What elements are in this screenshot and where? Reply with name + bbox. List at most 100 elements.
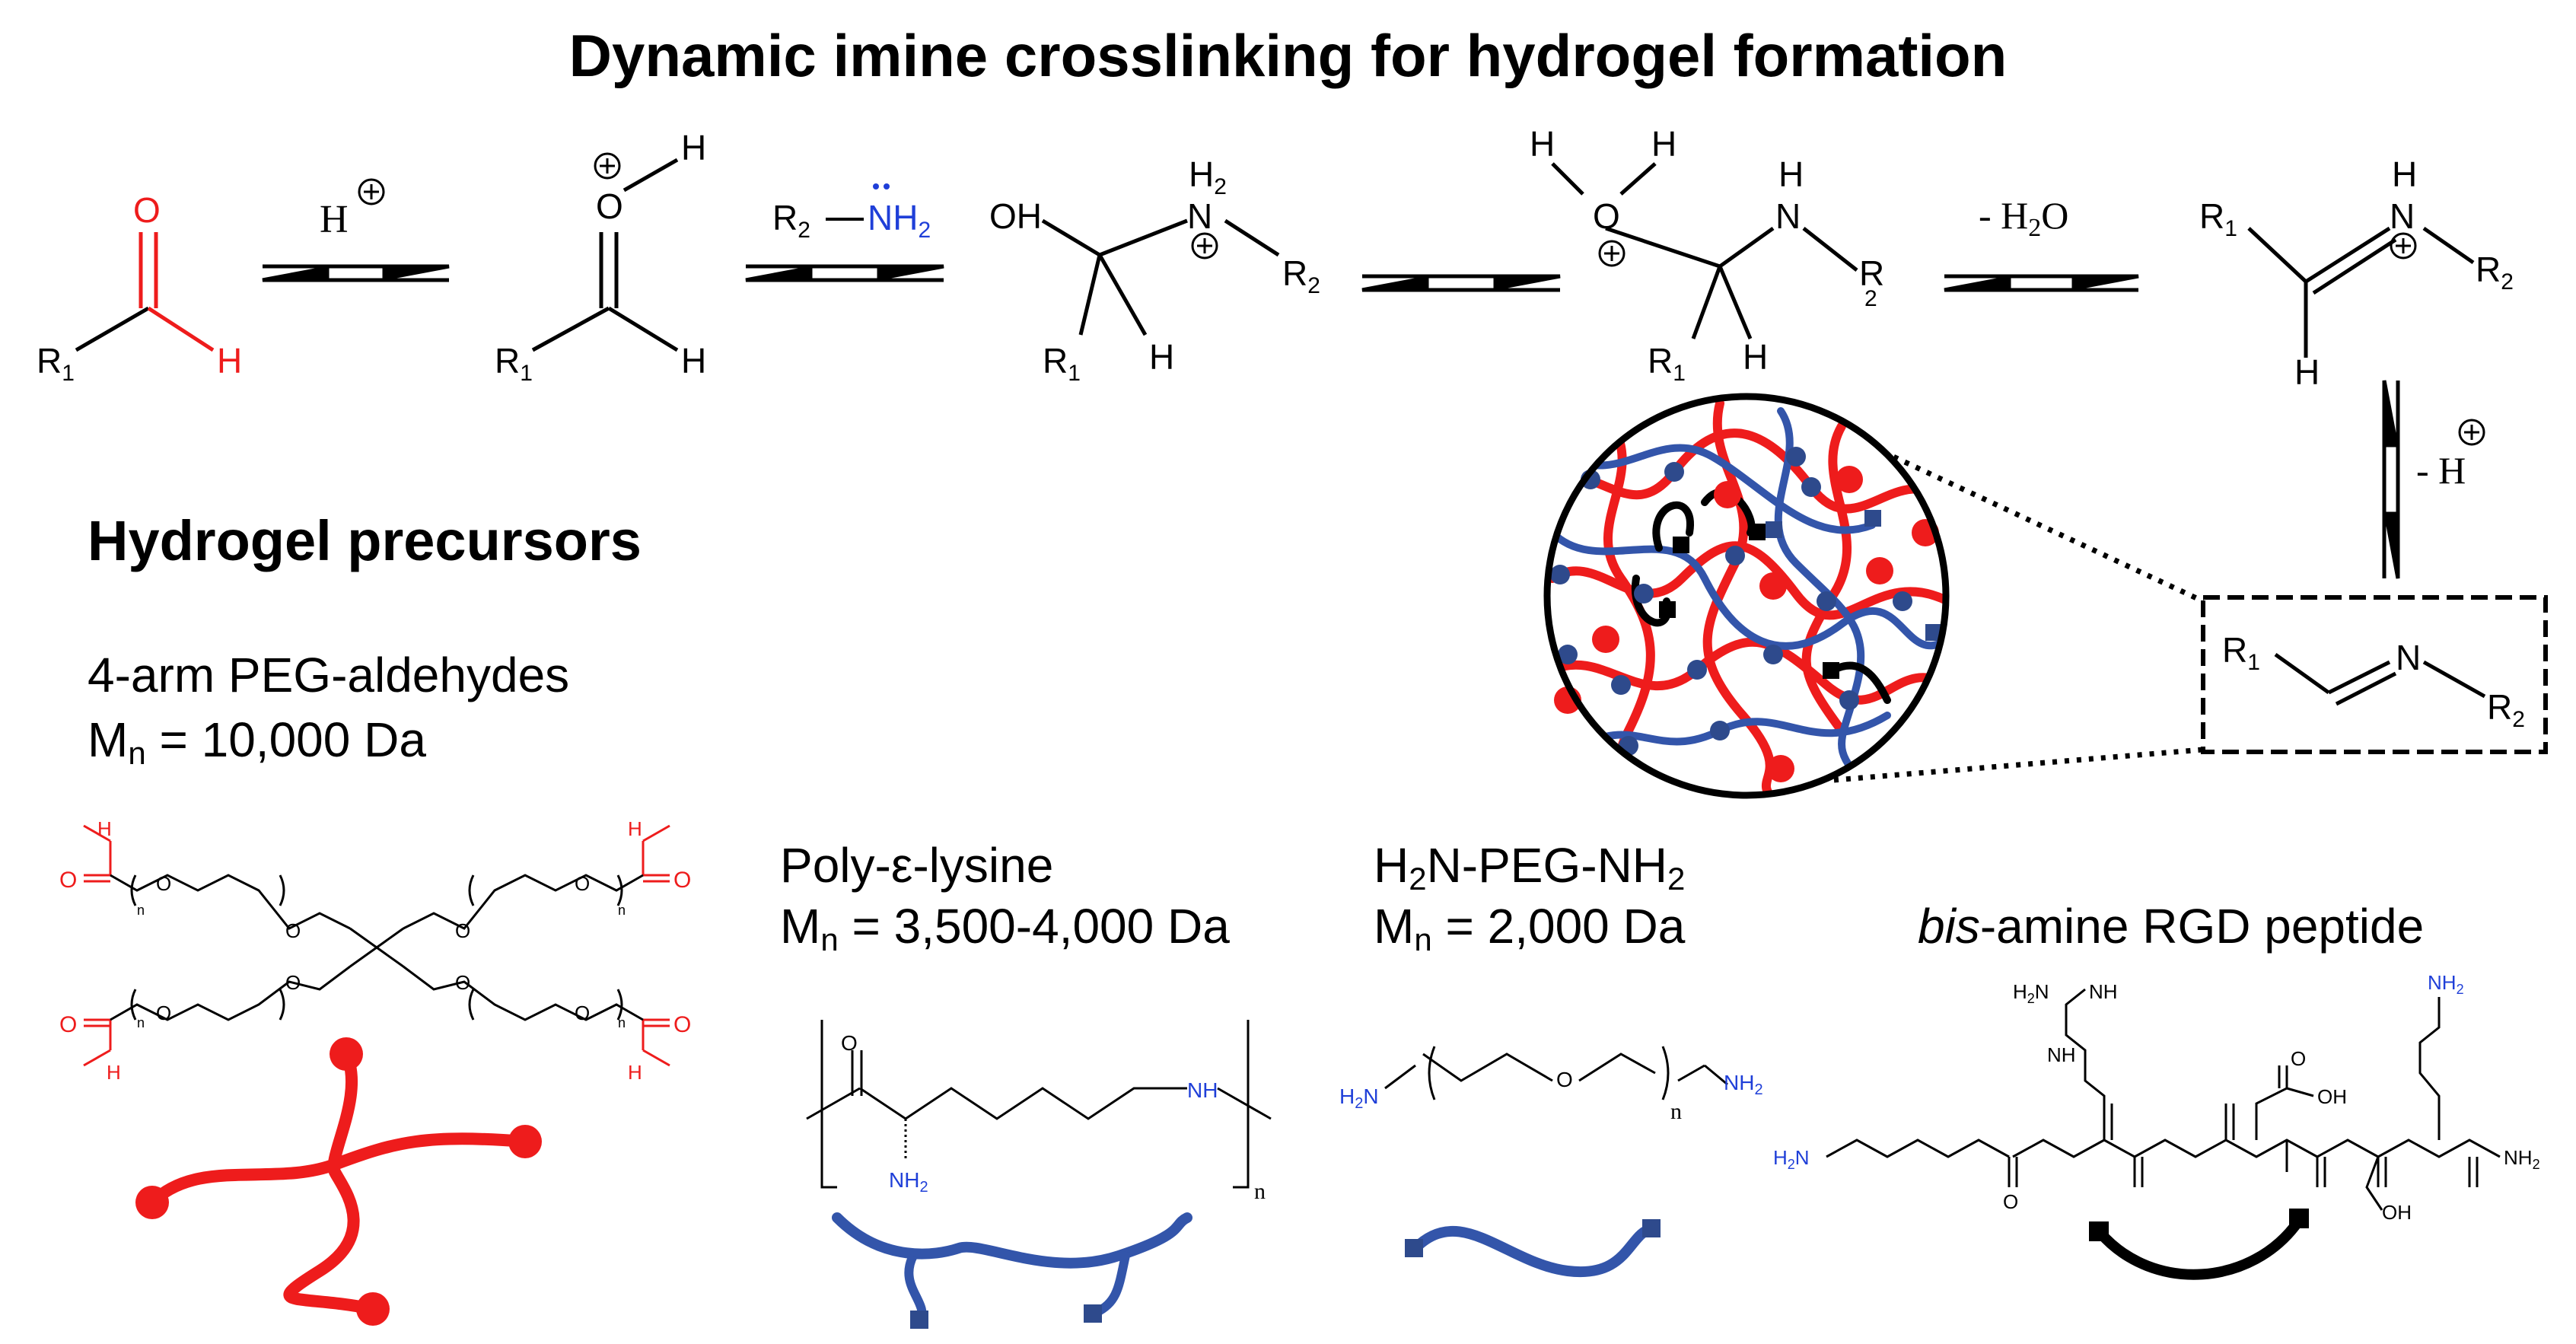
oxonium-intermediate-r2: R [1859, 253, 1884, 293]
carbinolamine-hydrogen: H [1149, 337, 1174, 377]
peg-aldehyde-h-4: H [628, 1061, 642, 1084]
peg-aldehyde-ether-o-1: O [156, 872, 171, 895]
protonated-carbonyl-structure [531, 158, 679, 352]
proton-charge-icon [358, 178, 385, 205]
peg-diamine-repeat-n: n [1670, 1099, 1682, 1124]
rgd-peptide-cartoon [2089, 1209, 2309, 1280]
oxonium-intermediate-r1: R1 [1648, 341, 1686, 386]
oxonium-intermediate-structure [1551, 162, 1858, 339]
aldehyde-hydrogen: H [217, 341, 242, 381]
imine-nitrogen: N [2396, 638, 2421, 677]
aldehyde-r1: R1 [37, 341, 75, 386]
equilibrium-arrow-1 [262, 264, 450, 282]
imine-r1: R1 [2222, 630, 2260, 675]
peg-diamine-cartoon [1405, 1219, 1661, 1278]
figure-title: Dynamic imine crosslinking for hydrogel … [568, 22, 2008, 89]
deprotonation-label: - H [2416, 449, 2466, 492]
peg-aldehyde-h-1: H [97, 817, 112, 840]
peg-aldehyde-o-1: O [59, 868, 77, 893]
poly-lysine-carbonyl-o: O [841, 1031, 858, 1055]
peg-aldehyde-o-3: O [59, 1012, 77, 1037]
carbonyl-hydrogen: H [681, 341, 706, 381]
equilibrium-arrow-4 [1944, 274, 2139, 292]
peg-aldehyde-ether-o-2: O [285, 919, 301, 942]
peg-aldehyde-n-1: n [137, 903, 145, 918]
deprotonation-charge-icon [2458, 419, 2485, 446]
zoom-lines [1833, 438, 2205, 783]
ammonium-charge-icon [1191, 232, 1218, 260]
peg-aldehyde-structure [83, 824, 670, 1067]
peg-aldehyde-cartoon [135, 1037, 542, 1326]
peg-aldehyde-ether-o-7: O [575, 1002, 590, 1024]
poly-lysine-backbone-nh: NH [1187, 1078, 1218, 1102]
rgd-arginine-nh: NH [2047, 1043, 2076, 1066]
carbinolamine-structure [1041, 218, 1280, 336]
iminium-structure [2247, 226, 2475, 358]
carbinolamine-r2: R2 [1282, 253, 1320, 298]
amine-r2-label: R2 [772, 198, 810, 243]
iminium-nitrogen: N [2390, 196, 2415, 236]
poly-lysine-name: Poly-ε-lysine [780, 838, 1054, 893]
iminium-hydrogen: H [2294, 352, 2320, 392]
iminium-charge-icon [2390, 232, 2417, 260]
proton-catalyst-label: H [320, 198, 349, 241]
peg-aldehyde-n-2: n [618, 903, 626, 918]
rgd-peptide-structure [1826, 988, 2501, 1211]
imine-r2: R2 [2487, 687, 2525, 732]
amine-nh2-label: NH2 [868, 198, 931, 243]
rgd-peptide-name: bis-amine RGD peptide [1918, 899, 2425, 954]
peg-aldehyde-n-4: n [618, 1015, 626, 1030]
peg-diamine-nh2: NH2 [1724, 1071, 1763, 1098]
oxonium-charge-icon-2 [1598, 240, 1626, 267]
carbinolamine-oh: OH [989, 196, 1042, 236]
equilibrium-arrow-3 [1361, 274, 1561, 292]
imine-highlight-box [2201, 595, 2548, 754]
carbinolamine-r1: R1 [1043, 341, 1081, 386]
rgd-carboxyl-oh: OH [2317, 1085, 2347, 1108]
oxonium-intermediate-nh-h: H [1778, 154, 1804, 194]
aldehyde-structure [75, 232, 215, 352]
rgd-guanidine-nh2: H2N [2013, 980, 2049, 1006]
iminium-r1: R1 [2199, 196, 2237, 241]
carbinolamine-h2: H2 [1189, 154, 1227, 199]
peg-aldehyde-h-2: H [628, 817, 642, 840]
water-loss-label: - H2O [1979, 194, 2068, 242]
aldehyde-oxygen: O [133, 190, 161, 230]
peg-diamine-h2n: H2N [1339, 1084, 1379, 1112]
rgd-carboxyl-o: O [2291, 1047, 2306, 1070]
peg-aldehyde-ether-o-3: O [575, 872, 590, 895]
peg-aldehyde-o-4: O [673, 1012, 691, 1037]
hydrogel-network-illustration [1543, 393, 1950, 799]
equilibrium-arrow-2 [745, 264, 944, 282]
peg-aldehyde-name: 4-arm PEG-aldehydes [88, 648, 570, 702]
iminium-nh-h: H [2392, 154, 2417, 194]
peg-aldehyde-n-3: n [137, 1015, 145, 1030]
equilibrium-arrow-vertical [2382, 380, 2400, 579]
peg-aldehyde-ether-o-6: O [285, 971, 301, 994]
carbonyl-r1: R1 [495, 341, 533, 386]
imine-structure [2274, 652, 2486, 706]
precursors-heading: Hydrogel precursors [88, 509, 642, 572]
peg-diamine-structure [1384, 1046, 1728, 1100]
carbinolamine-nitrogen: N [1187, 196, 1212, 236]
peg-diamine-ether-o: O [1556, 1068, 1573, 1091]
rgd-serine-oh: OH [2382, 1201, 2412, 1224]
rgd-carbonyl-o-1: O [2003, 1190, 2018, 1213]
rgd-nh2-top: NH2 [2428, 971, 2464, 997]
peg-aldehyde-o-2: O [673, 868, 691, 893]
peg-aldehyde-ether-o-4: O [455, 919, 470, 942]
peg-aldehyde-ether-o-5: O [156, 1002, 171, 1024]
lone-pair-icon [873, 183, 890, 189]
carbonyl-oh-hydrogen: H [681, 128, 706, 167]
rgd-guanidine-nh: NH [2089, 980, 2118, 1003]
poly-lysine-structure [806, 1020, 1272, 1189]
poly-lysine-amine-label: NH2 [889, 1168, 928, 1196]
oxonium-intermediate-nh: N [1775, 196, 1801, 236]
peg-diamine-name: H2N-PEG-NH2 [1374, 838, 1686, 897]
peg-aldehyde-mn: Mn = 10,000 Da [88, 712, 426, 771]
carbonyl-oxygen: O [596, 186, 623, 226]
poly-lysine-cartoon [832, 1212, 1192, 1329]
peg-aldehyde-ether-o-8: O [455, 971, 470, 994]
oxonium-intermediate-hydrogen: H [1743, 337, 1768, 377]
